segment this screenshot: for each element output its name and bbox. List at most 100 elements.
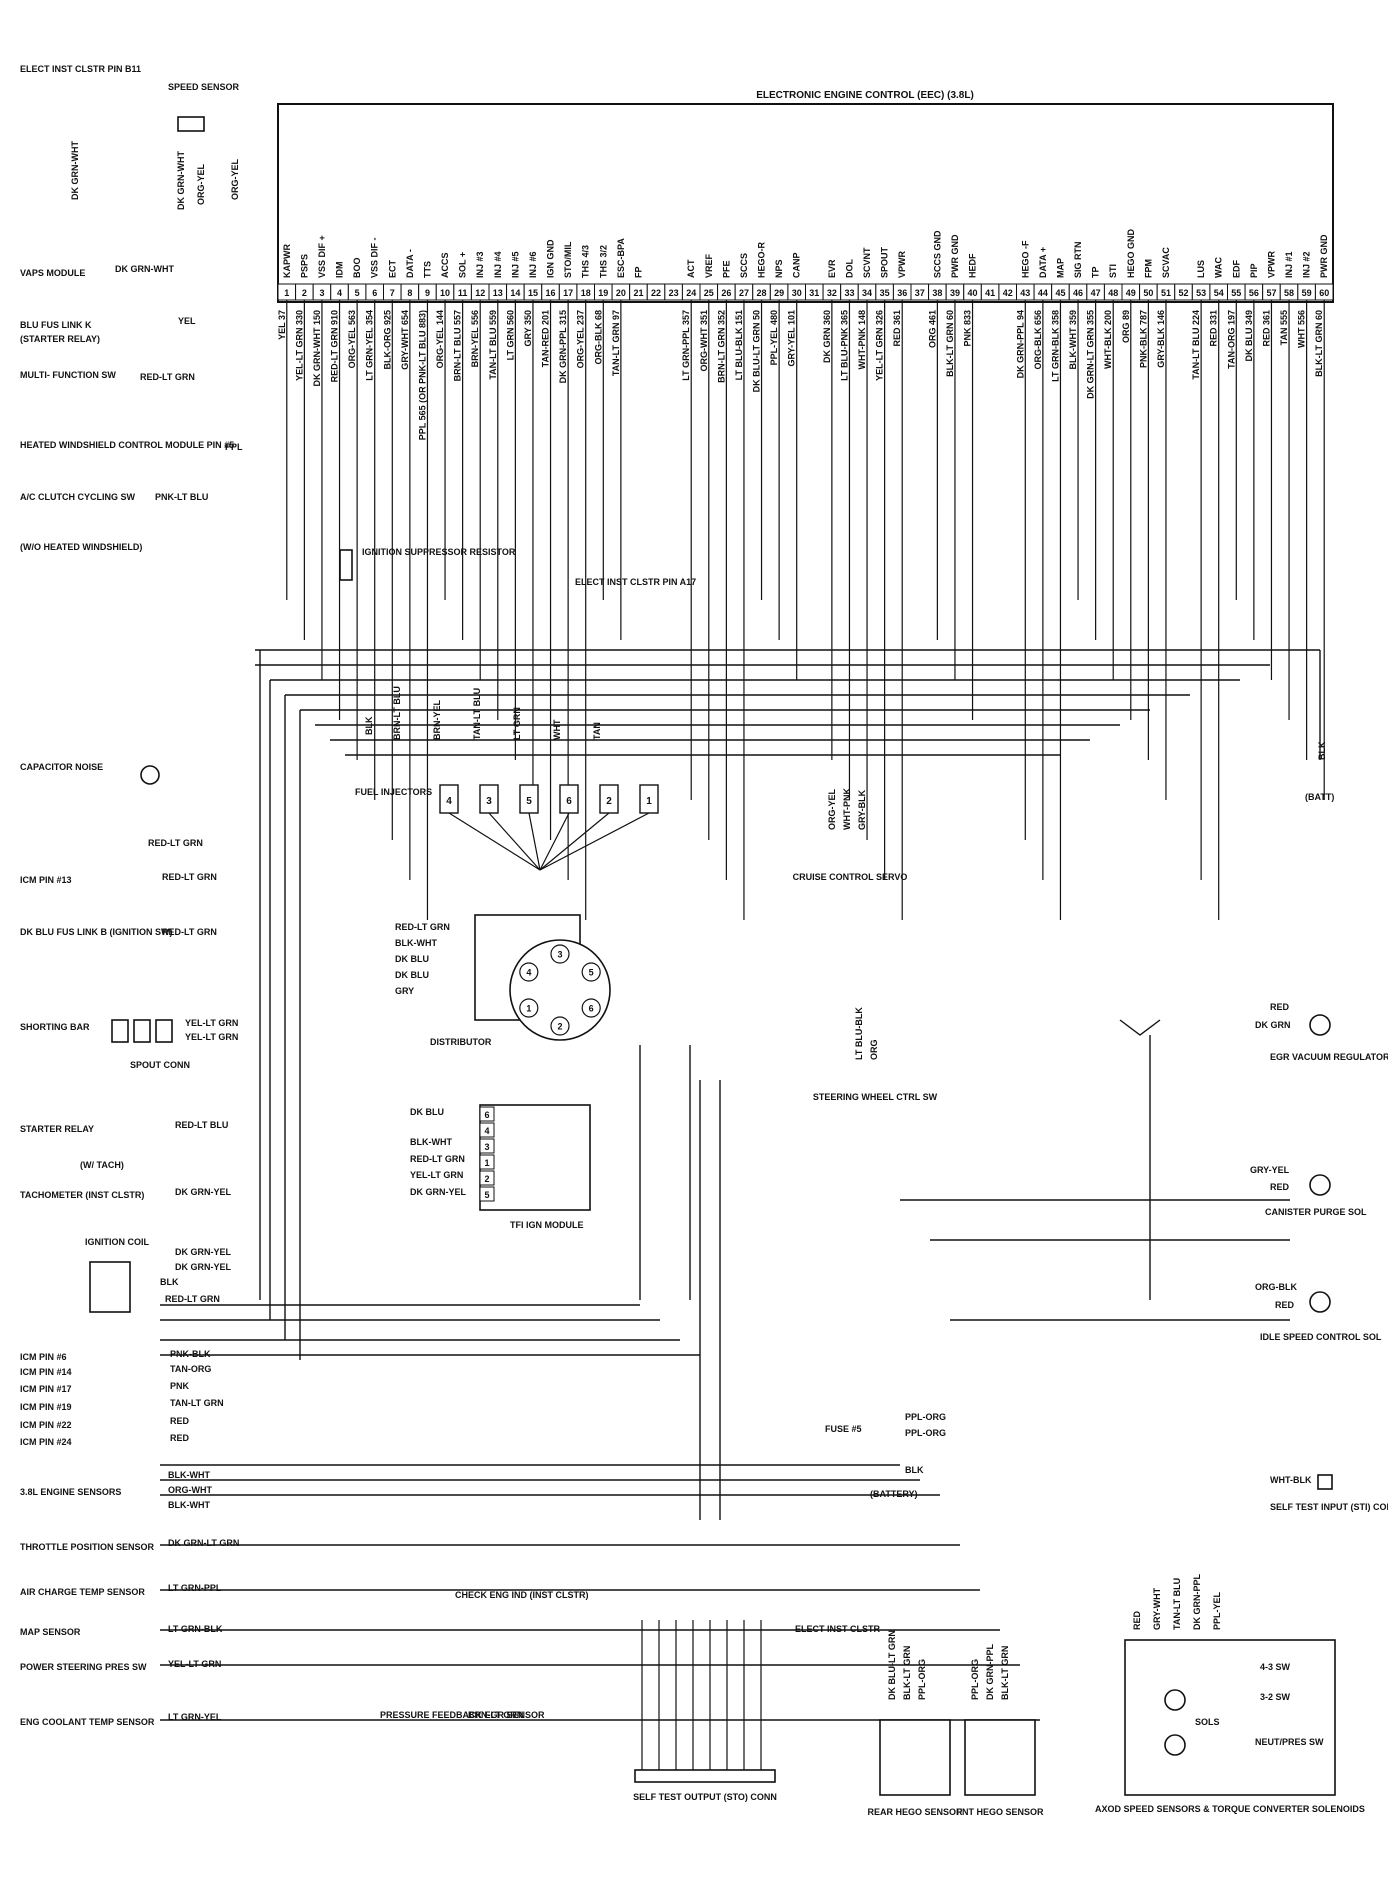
label-ac-clutch: A/C CLUTCH CYCLING SW bbox=[20, 492, 135, 502]
wire-label-dk-blu-t: DK BLU bbox=[410, 1107, 444, 1117]
resistor-symbol bbox=[339, 549, 353, 581]
tfi-pin-number-3: 3 bbox=[484, 1142, 489, 1152]
label-distributor: DISTRIBUTOR bbox=[430, 1037, 492, 1047]
wire-label-yel-lt-grn-2: YEL-LT GRN bbox=[185, 1032, 238, 1042]
distributor-terminal-number-3: 3 bbox=[557, 950, 562, 960]
ecc-pin-name-39: PWR GND bbox=[950, 234, 960, 278]
wire-label-tan-lt-blu: TAN-LT BLU bbox=[472, 688, 482, 740]
self-test-input-connector bbox=[1317, 1474, 1333, 1490]
ecc-pin-number-26: 26 bbox=[721, 288, 731, 298]
wire-label-org: ORG bbox=[869, 1039, 879, 1060]
axod-assembly bbox=[1124, 1639, 1336, 1796]
ecc-pin-wire-label-43: DK GRN-PPL 94 bbox=[1015, 310, 1025, 378]
ecc-pin-number-34: 34 bbox=[862, 288, 872, 298]
left-labels: ELECT INST CLSTR PIN B11 SPEED SENSOR VA… bbox=[20, 64, 240, 1727]
label-neut-pres: NEUT/PRES SW bbox=[1255, 1737, 1324, 1747]
label-capacitor-noise: CAPACITOR NOISE bbox=[20, 762, 103, 772]
ecc-pin-number-9: 9 bbox=[425, 288, 430, 298]
ecc-pin-name-48: STI bbox=[1108, 264, 1118, 278]
wire-label-blk-wht-2: BLK-WHT bbox=[168, 1500, 210, 1510]
ecc-pin-wire-label-49: ORG 89 bbox=[1121, 310, 1131, 343]
ecc-pin-name-5: BOO bbox=[352, 257, 362, 278]
tfi-pin-number-4: 4 bbox=[484, 1126, 489, 1136]
distributor-terminal-6 bbox=[581, 998, 601, 1018]
canister-purge-symbol bbox=[1309, 1174, 1331, 1196]
wire-label-red-isc: RED bbox=[1275, 1300, 1295, 1310]
label-vaps-module: VAPS MODULE bbox=[20, 268, 85, 278]
label-sto-conn: SELF TEST OUTPUT (STO) CONN bbox=[633, 1792, 777, 1802]
ecc-pin-name-40: HEDF bbox=[968, 253, 978, 278]
cruise-control-servo: ORG-YEL WHT-PNK GRY-BLK CRUISE CONTROL S… bbox=[793, 788, 908, 882]
wire-label-ppl-yel: PPL-YEL bbox=[1212, 1591, 1222, 1630]
ecc-pin-wire-label-57: RED 361 bbox=[1261, 310, 1271, 347]
distributor-terminal-number-2: 2 bbox=[557, 1022, 562, 1032]
ecc-pin-name-33: DOL bbox=[844, 259, 854, 279]
ecc-pin-wire-label-5: ORG-YEL 563 bbox=[347, 310, 357, 368]
label-steering-wheel: STEERING WHEEL CTRL SW bbox=[813, 1092, 938, 1102]
label-battery: (BATTERY) bbox=[870, 1489, 918, 1499]
ecc-pin-wire-label-55: TAN-ORG 197 bbox=[1226, 310, 1236, 369]
ecc-pin-wire-label-3: DK GRN-WHT 150 bbox=[312, 310, 322, 387]
label-icm-pin-22: ICM PIN #22 bbox=[20, 1420, 72, 1430]
ecc-pin-number-5: 5 bbox=[355, 288, 360, 298]
ecc-pin-wire-label-17: DK GRN-PPL 315 bbox=[558, 310, 568, 383]
label-canister-purge: CANISTER PURGE SOL bbox=[1265, 1207, 1367, 1217]
ecc-pin-name-11: SOL + bbox=[458, 252, 468, 278]
ecc-pin-number-30: 30 bbox=[792, 288, 802, 298]
wire-label-blk-wht-d: BLK-WHT bbox=[395, 938, 437, 948]
ecc-module: ELECTRONIC ENGINE CONTROL (EEC) (3.8L) 1… bbox=[277, 90, 1334, 303]
bus-wiring bbox=[160, 649, 1321, 1721]
tfi-pin-number-2: 2 bbox=[484, 1174, 489, 1184]
ecc-pin-wire-label-35: YEL-LT GRN 326 bbox=[875, 310, 885, 381]
sto-connector bbox=[634, 1769, 776, 1783]
ecc-pin-name-57: VPWR bbox=[1266, 250, 1276, 278]
ecc-pin-number-18: 18 bbox=[581, 288, 591, 298]
ecc-pin-name-10: ACCS bbox=[440, 252, 450, 278]
wire-label-dk-grn-ppl: DK GRN-PPL bbox=[985, 1643, 995, 1700]
ecc-pin-number-21: 21 bbox=[633, 288, 643, 298]
label-multi-function: MULTI- FUNCTION SW bbox=[20, 370, 116, 380]
label-sw-32: 3-2 SW bbox=[1260, 1692, 1291, 1702]
wire-label-red-1: RED bbox=[170, 1416, 190, 1426]
ecc-pin-name-4: IDM bbox=[335, 262, 345, 279]
label-power-steering: POWER STEERING PRES SW bbox=[20, 1662, 147, 1672]
ecc-pin-number-13: 13 bbox=[493, 288, 503, 298]
ecc-pin-wire-label-46: BLK-WHT 359 bbox=[1068, 310, 1078, 370]
ecc-pin-wire-label-10: ORG-YEL 144 bbox=[435, 310, 445, 368]
ecc-pin-wire-label-16: TAN-RED 201 bbox=[541, 310, 551, 367]
ecc-pin-name-38: SCCS GND bbox=[932, 230, 942, 278]
injector-common-wire-1 bbox=[539, 812, 650, 871]
wire-label-dk-grn-yel-3: DK GRN-YEL bbox=[175, 1262, 232, 1272]
left-wire-labels: DK GRN-WHT DK GRN-WHT ORG-YEL ORG-YEL DK… bbox=[70, 141, 243, 1722]
ecc-pin-wire-label-9: PPL 565 (OR PNK-LT BLU 883) bbox=[417, 310, 427, 440]
ecc-pin-number-24: 24 bbox=[686, 288, 696, 298]
injector-number-4: 4 bbox=[446, 796, 452, 807]
ecc-pin-name-3: VSS DIF + bbox=[317, 235, 327, 278]
ecc-pin-name-44: DATA + bbox=[1038, 247, 1048, 278]
wire-label-lt-blu-blk: LT BLU-BLK bbox=[854, 1007, 864, 1060]
wire-label-dk-grn-egr: DK GRN bbox=[1255, 1020, 1291, 1030]
ecc-pin-number-50: 50 bbox=[1143, 288, 1153, 298]
label-elect-inst-a17: ELECT INST CLSTR PIN A17 bbox=[575, 577, 696, 587]
tfi-pin-2 bbox=[479, 1170, 495, 1186]
ecc-pin-number-38: 38 bbox=[932, 288, 942, 298]
ecc-pin-number-32: 32 bbox=[827, 288, 837, 298]
ecc-pin-wire-label-25: ORG-WHT 351 bbox=[699, 310, 709, 372]
ecc-pin-name-34: SCVNT bbox=[862, 247, 872, 278]
wire-label-ppl-org-3: PPL-ORG bbox=[917, 1659, 927, 1700]
ecc-pin-name-51: SCVAC bbox=[1161, 247, 1171, 278]
label-icm-pin-6: ICM PIN #6 bbox=[20, 1352, 67, 1362]
label-pressure-feedback: PRESSURE FEEDBACK EGR SENSOR bbox=[380, 1710, 545, 1720]
ecc-pin-number-14: 14 bbox=[510, 288, 520, 298]
ecc-pin-wire-label-44: ORG-BLK 656 bbox=[1033, 310, 1043, 370]
label-heated-windshield: HEATED WINDSHIELD CONTROL MODULE PIN #5 bbox=[20, 440, 234, 450]
ecc-pin-wire-label-19: ORG-BLK 68 bbox=[593, 310, 603, 365]
ecc-pin-name-2: PSPS bbox=[299, 254, 309, 278]
ecc-pin-name-45: MAP bbox=[1055, 258, 1065, 278]
wire-label-dk-grn-yel-2: DK GRN-YEL bbox=[175, 1247, 232, 1257]
wire-label-red-cps: RED bbox=[1270, 1182, 1290, 1192]
sto-connector-wires bbox=[641, 1620, 762, 1770]
ecc-pin-name-49: HEGO GND bbox=[1126, 228, 1136, 278]
